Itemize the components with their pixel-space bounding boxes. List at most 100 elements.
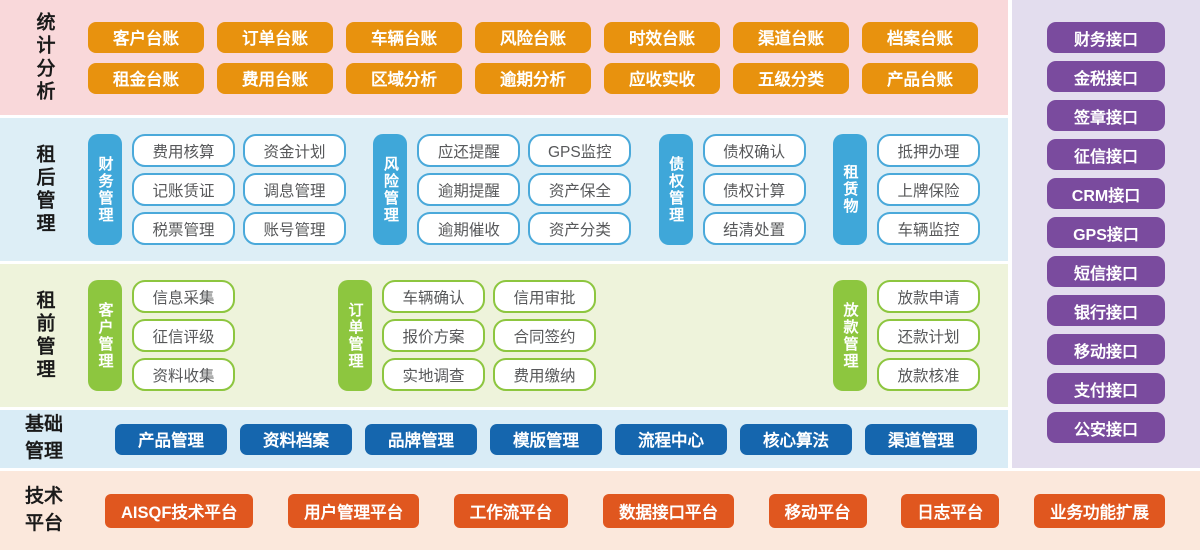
base-button[interactable]: 资料档案 xyxy=(240,423,352,455)
interface-button[interactable]: 银行接口 xyxy=(1047,295,1165,326)
tech-button[interactable]: 数据接口平台 xyxy=(602,493,734,528)
stats-button[interactable]: 产品台账 xyxy=(862,62,978,94)
interface-panel: 财务接口金税接口签章接口征信接口 CRM接口 GPS接口短信接口银行接口移动接口支付… xyxy=(1012,0,1200,468)
interface-button[interactable]: 金税接口 xyxy=(1047,61,1165,92)
group-tag: 债权管理 xyxy=(658,134,693,245)
module-item[interactable]: 逾期提醒 xyxy=(417,173,521,206)
module-item[interactable]: 资料收集 xyxy=(132,358,235,391)
interface-button[interactable]: 短信接口 xyxy=(1047,256,1165,287)
module-item[interactable]: 合同签约 xyxy=(493,319,596,352)
module-item[interactable]: 逾期催收 xyxy=(417,212,521,245)
interface-button[interactable]: 签章接口 xyxy=(1047,100,1165,131)
base-button[interactable]: 产品管理 xyxy=(115,423,227,455)
tech-button[interactable]: 工作流平台 xyxy=(453,493,569,528)
module-item[interactable]: 债权确认 xyxy=(702,134,806,167)
module-item[interactable]: 账号管理 xyxy=(243,212,346,245)
base-button[interactable]: 模版管理 xyxy=(490,423,602,455)
section-tech-platform: 技术平台 AISQF技术平台用户管理平台工作流平台数据接口平台移动平台日志平台业… xyxy=(0,471,1200,550)
tech-button[interactable]: 业务功能扩展 xyxy=(1033,493,1165,528)
section-label-column: 基础管理 xyxy=(0,410,88,468)
stats-button[interactable]: 风险台账 xyxy=(475,21,591,53)
module-item[interactable]: 信息采集 xyxy=(132,280,235,313)
module-item[interactable]: 调息管理 xyxy=(243,173,346,206)
module-item[interactable]: 还款计划 xyxy=(877,319,980,352)
section-title-basic: 基础管理 xyxy=(24,414,63,462)
module-item[interactable]: 放款申请 xyxy=(877,280,980,313)
group-items: 车辆确认信用审批报价方案合同签约实地调查费用缴纳 xyxy=(382,280,596,391)
group-items: 信息采集征信评级资料收集 xyxy=(132,280,235,391)
group-items: 费用核算资金计划记账赁证调息管理税票管理账号管理 xyxy=(132,134,346,245)
module-item[interactable]: 车辆监控 xyxy=(876,212,980,245)
pre-lease-groups: 客户管理信息采集征信评级资料收集订单管理车辆确认信用审批报价方案合同签约实地调查… xyxy=(88,280,1008,391)
section-label-column: 租后管理 xyxy=(0,118,88,261)
module-group: 租赁物抵押办理上牌保险车辆监控 xyxy=(832,134,980,245)
module-group: 债权管理债权确认债权计算结清处置 xyxy=(658,134,806,245)
base-button[interactable]: 流程中心 xyxy=(615,423,727,455)
module-item[interactable]: 资产保全 xyxy=(528,173,632,206)
section-pre-lease: 租前管理 客户管理信息采集征信评级资料收集订单管理车辆确认信用审批报价方案合同签… xyxy=(0,264,1008,407)
module-item[interactable]: 征信评级 xyxy=(132,319,235,352)
group-tag: 订单管理 xyxy=(338,280,372,391)
stats-button[interactable]: 订单台账 xyxy=(217,21,333,53)
tech-button[interactable]: 日志平台 xyxy=(901,493,1000,528)
stats-button[interactable]: 客户台账 xyxy=(88,21,204,53)
base-button[interactable]: 品牌管理 xyxy=(365,423,477,455)
tech-buttons: AISQF技术平台用户管理平台工作流平台数据接口平台移动平台日志平台业务功能扩展 xyxy=(88,493,1200,528)
module-item[interactable]: 上牌保险 xyxy=(876,173,980,206)
module-item[interactable]: 费用核算 xyxy=(132,134,235,167)
section-title-statistics: 统计分析 xyxy=(33,11,55,104)
stats-button[interactable]: 时效台账 xyxy=(604,21,720,53)
module-item[interactable]: 应还提醒 xyxy=(417,134,521,167)
stats-button[interactable]: 五级分类 xyxy=(733,62,849,94)
group-tag: 财务管理 xyxy=(88,134,122,245)
tech-button[interactable]: 移动平台 xyxy=(768,493,867,528)
stats-button[interactable]: 渠道台账 xyxy=(733,21,849,53)
module-item[interactable]: 资金计划 xyxy=(243,134,346,167)
module-item[interactable]: 记账赁证 xyxy=(132,173,235,206)
stats-button[interactable]: 逾期分析 xyxy=(475,62,591,94)
module-item[interactable]: 报价方案 xyxy=(382,319,485,352)
basic-buttons: 产品管理资料档案品牌管理模版管理流程中心核心算法渠道管理 xyxy=(88,423,977,455)
module-group: 放款管理放款申请还款计划放款核准 xyxy=(833,280,980,391)
stats-button[interactable]: 区域分析 xyxy=(346,62,462,94)
statistics-row-2: 租金台账费用台账区域分析逾期分析应收实收五级分类产品台账 xyxy=(88,62,978,94)
module-item[interactable]: 税票管理 xyxy=(132,212,235,245)
section-post-lease: 租后管理 财务管理费用核算资金计划记账赁证调息管理税票管理账号管理风险管理应还提… xyxy=(0,118,1008,261)
section-title-pre-lease: 租前管理 xyxy=(33,289,55,382)
interface-button[interactable]: 财务接口 xyxy=(1047,22,1165,53)
module-item[interactable]: 信用审批 xyxy=(493,280,596,313)
interface-button[interactable]: 支付接口 xyxy=(1047,373,1165,404)
group-items: 抵押办理上牌保险车辆监控 xyxy=(876,134,980,245)
module-group: 订单管理车辆确认信用审批报价方案合同签约实地调查费用缴纳 xyxy=(338,280,596,391)
stats-button[interactable]: 档案台账 xyxy=(862,21,978,53)
module-item[interactable]: 费用缴纳 xyxy=(493,358,596,391)
module-item[interactable]: 债权计算 xyxy=(702,173,806,206)
tech-button[interactable]: 用户管理平台 xyxy=(288,493,420,528)
base-button[interactable]: 渠道管理 xyxy=(865,423,977,455)
base-button[interactable]: 核心算法 xyxy=(740,423,852,455)
module-item[interactable]: 车辆确认 xyxy=(382,280,485,313)
interface-button[interactable]: GPS接口 xyxy=(1047,217,1165,248)
stats-button[interactable]: 费用台账 xyxy=(217,62,333,94)
module-group: 客户管理信息采集征信评级资料收集 xyxy=(88,280,235,391)
interface-button[interactable]: 征信接口 xyxy=(1047,139,1165,170)
module-item[interactable]: 抵押办理 xyxy=(876,134,980,167)
module-item[interactable]: GPS监控 xyxy=(528,134,632,167)
tech-button[interactable]: AISQF技术平台 xyxy=(105,493,254,528)
module-group: 财务管理费用核算资金计划记账赁证调息管理税票管理账号管理 xyxy=(88,134,346,245)
section-label-column: 统计分析 xyxy=(0,0,88,115)
module-item[interactable]: 结清处置 xyxy=(702,212,806,245)
module-item[interactable]: 放款核准 xyxy=(877,358,980,391)
statistics-buttons: 客户台账订单台账车辆台账风险台账时效台账渠道台账档案台账 租金台账费用台账区域分… xyxy=(88,21,978,94)
stats-button[interactable]: 应收实收 xyxy=(604,62,720,94)
interface-button[interactable]: 公安接口 xyxy=(1047,412,1165,443)
module-item[interactable]: 资产分类 xyxy=(528,212,632,245)
stats-button[interactable]: 车辆台账 xyxy=(346,21,462,53)
statistics-row-1: 客户台账订单台账车辆台账风险台账时效台账渠道台账档案台账 xyxy=(88,21,978,53)
stats-button[interactable]: 租金台账 xyxy=(88,62,204,94)
module-item[interactable]: 实地调查 xyxy=(382,358,485,391)
interface-button[interactable]: CRM接口 xyxy=(1047,178,1165,209)
interface-button[interactable]: 移动接口 xyxy=(1047,334,1165,365)
